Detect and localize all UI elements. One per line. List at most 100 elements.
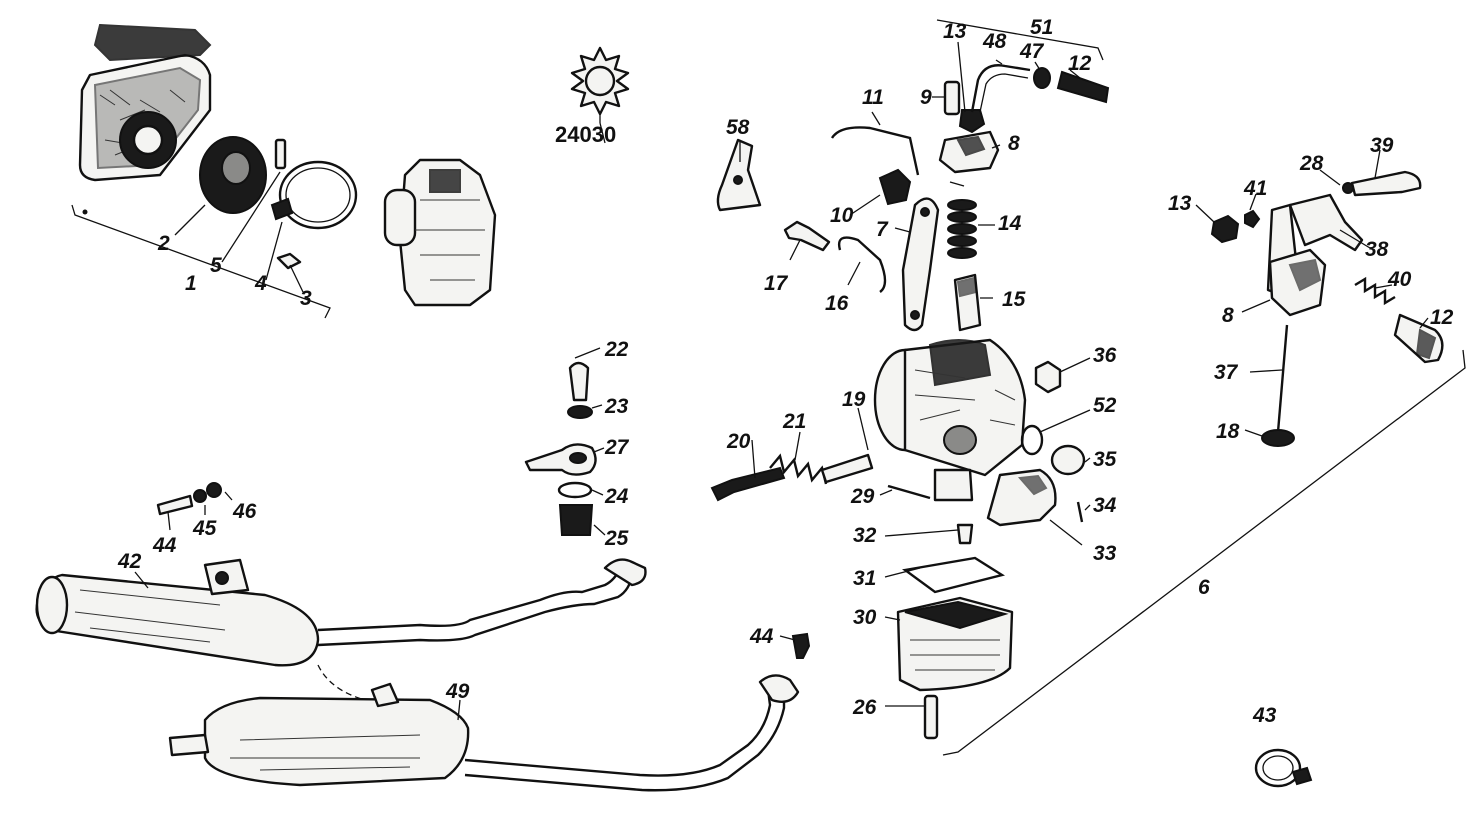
part-47-washer (1033, 67, 1051, 89)
callout-15: 15 (1002, 288, 1026, 311)
callout-31: 31 (853, 567, 876, 590)
leader-5 (221, 171, 281, 263)
part-23-washer (567, 405, 593, 419)
air-filter-housing (78, 23, 212, 182)
callout-44-center: 44 (749, 625, 774, 648)
callout-3: 3 (300, 287, 312, 310)
callout-6: 6 (1198, 576, 1210, 599)
callout-22: 22 (604, 338, 629, 361)
part-11-rod (830, 126, 920, 176)
callout-46: 46 (232, 500, 257, 523)
callout-10: 10 (830, 204, 854, 227)
callout-28: 28 (1299, 152, 1324, 175)
callout-37: 37 (1214, 361, 1239, 384)
leader-4 (265, 221, 283, 281)
carburetor-small (383, 158, 497, 307)
hose-clamp (270, 160, 358, 230)
part-13-nut (958, 109, 986, 134)
callout-44-left: 44 (152, 534, 177, 557)
part-32-jet (956, 523, 974, 545)
callout-23: 23 (604, 395, 629, 418)
callout-41: 41 (1243, 177, 1267, 200)
callout-32: 32 (853, 524, 877, 547)
part-46-nut (206, 482, 222, 498)
part-17-screw (783, 220, 831, 252)
leaders-right (1195, 149, 1429, 437)
part-48-hose (970, 64, 1031, 113)
part-24-ring (557, 481, 593, 499)
callout-48: 48 (982, 30, 1007, 53)
part-44-screw (791, 632, 811, 659)
callout-49: 49 (445, 680, 470, 703)
callout-21: 21 (782, 410, 806, 433)
callout-42: 42 (117, 550, 142, 573)
part-29-needle (887, 484, 931, 500)
part-38-bracket (1288, 193, 1364, 252)
air-filter-group (71, 23, 497, 319)
part-31-gasket (902, 556, 1006, 594)
part-10 (878, 168, 912, 206)
part-16-spring (837, 236, 887, 293)
part-7-lever (901, 197, 940, 332)
right-assembly (942, 149, 1466, 756)
part-43-clamp (1254, 748, 1313, 788)
callout-13-right: 13 (1168, 192, 1192, 215)
callout-16: 16 (825, 292, 849, 315)
callout-2: 2 (157, 232, 170, 255)
part-34-pin (1076, 501, 1084, 523)
arrow-path (317, 664, 366, 701)
callout-33: 33 (1093, 542, 1117, 565)
part-21-spring (769, 453, 828, 485)
carburetor-body (873, 338, 1027, 502)
callout-4: 4 (254, 272, 267, 295)
callout-52: 52 (1093, 394, 1117, 417)
part-14-spring (947, 199, 977, 259)
callout-34: 34 (1093, 494, 1117, 517)
callout-5: 5 (210, 254, 222, 277)
leaders-carb (599, 41, 1091, 707)
part-42-muffler (35, 558, 647, 667)
part-40-spring (1354, 276, 1396, 306)
part-49-muffler (168, 674, 800, 792)
bracket-51 (936, 19, 1104, 61)
callout-9: 9 (920, 86, 932, 109)
callout-18: 18 (1216, 420, 1240, 443)
callout-19: 19 (842, 388, 866, 411)
part-41 (1244, 209, 1261, 229)
part-13-nut-right (1210, 214, 1240, 244)
part-39-bolt (1350, 170, 1422, 197)
part-code-label: 24030 (555, 122, 616, 147)
callout-36: 36 (1093, 344, 1117, 367)
part-37-needle (1276, 324, 1289, 433)
callout-8-right: 8 (1222, 304, 1234, 327)
callout-38: 38 (1365, 238, 1389, 261)
part-52-ring (1020, 424, 1044, 456)
carburetor-exploded (599, 19, 1110, 740)
part-26-screw (923, 694, 939, 740)
leader-2 (174, 204, 206, 236)
part-20-screw (710, 466, 786, 502)
part-9-screw (943, 80, 961, 116)
callout-20: 20 (726, 430, 751, 453)
part-44-bolt (156, 494, 194, 516)
leader-3 (289, 264, 304, 293)
exhaust-group (35, 482, 800, 792)
callout-8-carb: 8 (1008, 132, 1020, 155)
callout-13-top: 13 (943, 20, 967, 43)
callout-43: 43 (1252, 704, 1277, 727)
dot-marker (82, 209, 88, 215)
callout-17: 17 (764, 272, 789, 295)
part-22-bolt (568, 361, 590, 402)
part-45-washer (193, 489, 207, 503)
callout-45: 45 (192, 517, 217, 540)
part-58-bracket (716, 138, 762, 212)
callout-7: 7 (876, 218, 889, 241)
callout-25: 25 (604, 527, 629, 550)
clamp-nut (276, 252, 302, 270)
callout-27: 27 (604, 436, 630, 459)
bracket-1 (71, 204, 331, 319)
small-screw (274, 138, 287, 170)
callout-12-top: 12 (1068, 52, 1092, 75)
callout-14: 14 (998, 212, 1022, 235)
